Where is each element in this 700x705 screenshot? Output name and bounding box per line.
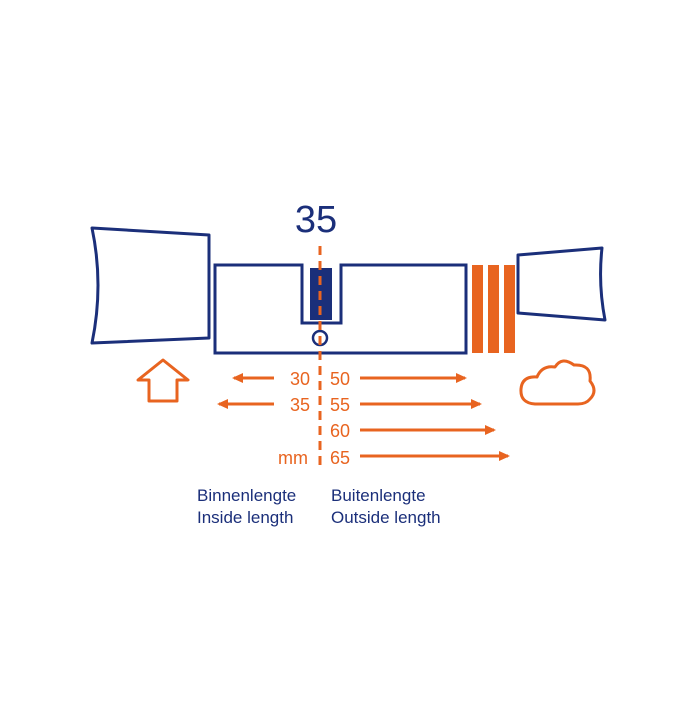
outside-arrow [360, 425, 496, 435]
cloud-icon [519, 359, 596, 406]
cylinder-body [213, 263, 468, 355]
left-knob [90, 226, 211, 345]
length-arrows [217, 373, 510, 461]
inside-length-value: 35 [289, 395, 310, 415]
extension-bar [504, 265, 515, 353]
extension-bar [472, 265, 483, 353]
extension-bar [488, 265, 499, 353]
outside-length-label-nl: Buitenlengte [331, 486, 426, 505]
outside-length-value: 65 [330, 448, 351, 468]
outside-length-label-en: Outside length [331, 508, 441, 527]
outside-arrow [360, 451, 510, 461]
right-knob [516, 246, 607, 322]
inside-arrow [232, 373, 274, 383]
outside-arrow [360, 399, 482, 409]
outside-length-value: 50 [330, 369, 351, 389]
outside-arrow [360, 373, 467, 383]
extension-bars [472, 265, 515, 353]
inside-arrow [217, 399, 274, 409]
size-title: 35 [294, 199, 338, 241]
outside-length-value: 55 [330, 395, 351, 415]
unit-label: mm [278, 448, 308, 468]
house-icon [136, 358, 190, 403]
outside-length-value: 60 [330, 421, 351, 441]
inside-length-value: 30 [289, 369, 310, 389]
inside-length-label-nl: Binnenlengte [197, 486, 297, 505]
inside-length-label-en: Inside length [197, 508, 294, 527]
